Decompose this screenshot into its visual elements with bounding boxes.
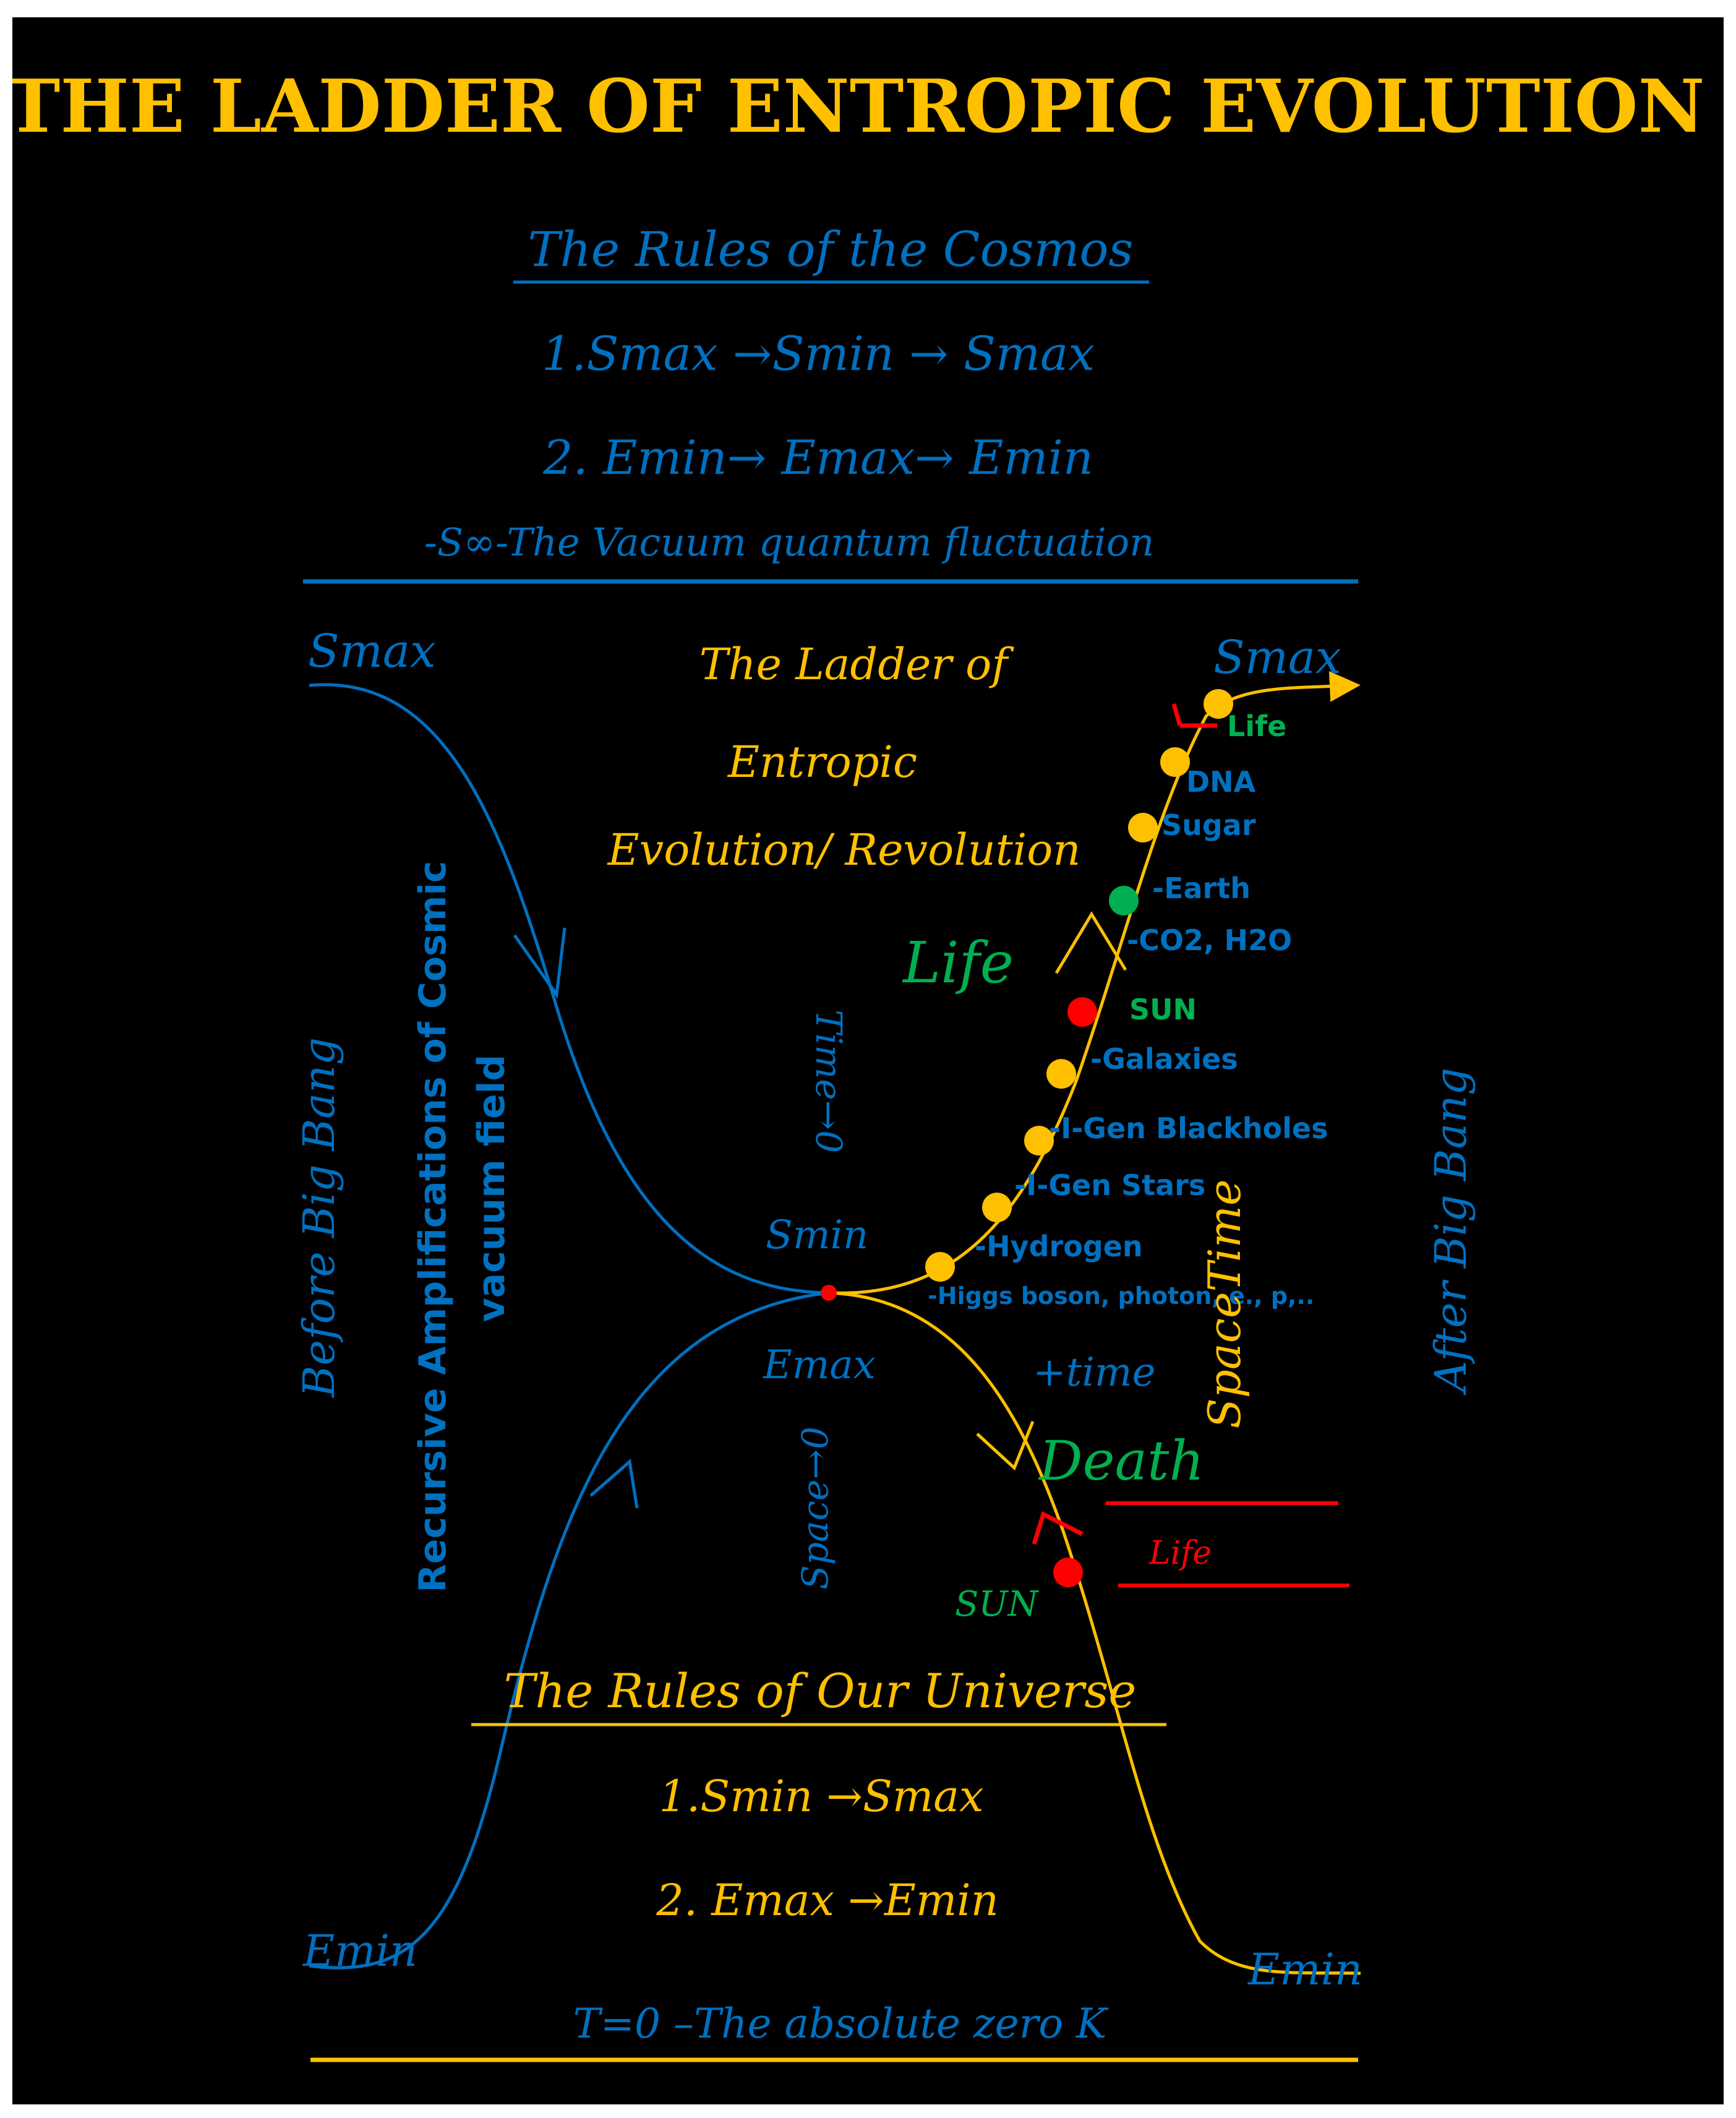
universe-rule-2: 2. Emax →Emin: [656, 1875, 999, 1926]
gold-descending-curve: [828, 1291, 1361, 1975]
ladder-dot-blackholes: [1024, 1126, 1054, 1155]
ladder-label-stars: -I-Gen Stars: [1014, 1168, 1205, 1202]
space-arrow-label: Space→0: [794, 1426, 836, 1590]
origin-dot: [821, 1285, 837, 1301]
ladder-label-blackholes: -I-Gen Blackholes: [1049, 1112, 1328, 1145]
red-life-tick-top: [1171, 703, 1217, 728]
ladder-label-sugar: Sugar: [1161, 808, 1256, 842]
ladder-dot-sun: [1067, 997, 1097, 1027]
lower-sun-dot: [1053, 1558, 1083, 1587]
emin-right-label: Emin: [1247, 1944, 1362, 1995]
universe-rule-1: 1.Smin →Smax: [659, 1771, 983, 1822]
smax-left-label: Smax: [308, 625, 436, 678]
absolute-zero-label: T=0 –The absolute zero K: [573, 2000, 1109, 2047]
ladder-label-higgs: -Higgs boson, photon, e., p,..: [928, 1282, 1314, 1310]
ladder-title-line-3: Evolution/ Revolution: [607, 825, 1081, 875]
life-red-label: Life: [1148, 1535, 1212, 1572]
blue-descending-curve: [309, 683, 829, 1295]
gold-ascending-curve: [828, 671, 1361, 1295]
main-title: THE LADDER OF ENTROPIC EVOLUTION: [12, 63, 1704, 149]
ladder-label-hydrogen: -Hydrogen: [975, 1230, 1143, 1263]
diagram-panel: THE LADDER OF ENTROPIC EVOLUTION The Rul…: [12, 17, 1724, 2104]
recursive-label-line-2: vacuum field: [470, 1055, 513, 1323]
gold-descending-arrowhead: [976, 1421, 1035, 1471]
ladder-label-dna: DNA: [1186, 765, 1256, 799]
cosmos-rule-1: 1.Smax →Smin → Smax: [542, 326, 1095, 381]
spacetime-label: SpaceTime: [1199, 1179, 1251, 1428]
ladder-dot-stars: [982, 1193, 1012, 1222]
gold-ascending-arrowhead: [1054, 911, 1127, 974]
ladder-steps: Life DNA Sugar -Earth -CO2, H2O SUN -Gal…: [925, 689, 1328, 1310]
after-big-bang-label: After Big Bang: [1426, 1068, 1476, 1396]
ladder-dot-life: [1204, 689, 1233, 719]
blue-ascending-arrowhead: [589, 1459, 639, 1509]
cosmos-rules-heading: The Rules of the Cosmos: [528, 222, 1134, 278]
ladder-dot-galaxies: [1046, 1059, 1076, 1089]
ladder-dot-earth: [1109, 886, 1139, 915]
death-label: Death: [1038, 1429, 1204, 1493]
plus-time-label: +time: [1033, 1350, 1155, 1396]
universe-rules-heading: The Rules of Our Universe: [504, 1663, 1137, 1718]
ladder-dot-sugar: [1128, 813, 1158, 842]
ladder-dot-hydrogen: [925, 1252, 955, 1282]
entropic-ladder-diagram: THE LADDER OF ENTROPIC EVOLUTION The Rul…: [12, 63, 1704, 2062]
sun-green-label: SUN: [955, 1584, 1040, 1624]
ladder-label-co2-h2o: -CO2, H2O: [1127, 924, 1292, 957]
ladder-title-line-2: Entropic: [727, 737, 917, 787]
ladder-label-sun: SUN: [1129, 993, 1197, 1026]
ladder-label-galaxies: -Galaxies: [1090, 1042, 1238, 1076]
ladder-title-line-1: The Ladder of: [699, 639, 1015, 690]
smin-label: Smin: [766, 1212, 868, 1258]
ladder-label-life: Life: [1227, 710, 1286, 743]
smax-right-label: Smax: [1213, 631, 1341, 684]
blue-descending-arrowhead: [513, 927, 567, 999]
emax-label: Emax: [763, 1342, 876, 1388]
cosmos-rule-2: 2. Emin→ Emax→ Emin: [542, 430, 1093, 485]
recursive-label-line-1: Recursive Amplifications of Cosmic: [411, 861, 455, 1593]
ladder-label-earth: -Earth: [1152, 872, 1251, 905]
time-arrow-label: Time→0: [808, 1010, 850, 1153]
red-life-tick-bottom: [1032, 1511, 1084, 1545]
ladder-dot-dna: [1160, 747, 1190, 777]
blue-ascending-curve: [309, 1291, 829, 1970]
vacuum-label: -S∞-The Vacuum quantum fluctuation: [424, 520, 1154, 565]
emin-left-label: Emin: [302, 1926, 417, 1976]
life-big-label: Life: [902, 930, 1014, 996]
before-big-bang-label: Before Big Bang: [294, 1037, 344, 1399]
